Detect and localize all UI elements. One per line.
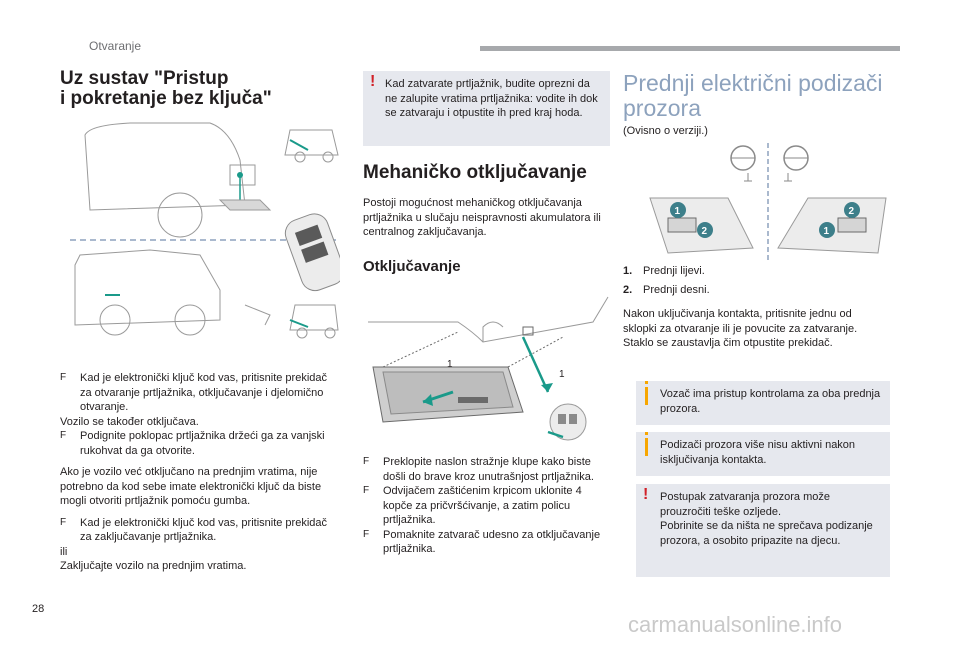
col3-item1-num: 1. [623, 265, 633, 277]
col2-warning-text: Kad zatvarate prtljažnik, budite oprezni… [385, 78, 598, 119]
col1-line2: Zaključajte vozilo na prednjim vratima. [60, 560, 247, 572]
fig-label-2: 1 [559, 369, 565, 380]
col3-item2-text: Prednji desni. [643, 283, 710, 296]
section-label: Otvaranje [89, 39, 142, 53]
bullet-mark: F [60, 430, 67, 441]
trunk-unlock-illustration: 1 1 [368, 296, 609, 441]
col1-title-line2: i pokretanje bez ključa" [60, 88, 272, 109]
col1-line1: Vozilo se također otključava. [60, 415, 199, 428]
col1-bullet3: F Kad je elektronički ključ kod vas, pri… [60, 516, 340, 545]
col3-info2-text: Podizači prozora više nisu aktivni nakon… [660, 439, 856, 466]
bullet-mark: F [363, 528, 370, 540]
col3-info-box2: Podizači prozora više nisu aktivni nakon… [636, 432, 890, 476]
col1-para1: Ako je vozilo već otključano na prednjim… [60, 466, 322, 507]
col3-title-line2: prozora [623, 95, 701, 121]
col3-item2-num: 2. [623, 283, 633, 296]
col1-bullet3-text: Kad je elektronički ključ kod vas, priti… [80, 516, 328, 544]
col3-warn-line1: Postupak zatvaranja prozora može prouzro… [660, 491, 830, 518]
col2-bullet2: F Odvijačem zaštićenim krpicom uklonite … [363, 484, 613, 528]
warning-icon: ! [643, 486, 649, 503]
window-switch-illustration: 1 2 2 1 [649, 143, 887, 263]
col2-subtitle: Otključavanje [363, 258, 461, 275]
col1-bullet2-text: Podignite poklopac prtljažnika držeći ga… [80, 430, 325, 457]
info-icon [645, 381, 648, 405]
col2-bullet1-text: Preklopite naslon stražnje klupe kako bi… [383, 456, 594, 483]
col1-bullet2: F Podignite poklopac prtljažnika držeći … [60, 429, 340, 458]
col3-item1-text: Prednji lijevi. [643, 265, 705, 277]
page-number: 28 [32, 603, 45, 615]
col1-bullet1-text: Kad je elektronički ključ kod vas, priti… [80, 372, 328, 413]
col3-info1-text: Vozač ima pristup kontrolama za oba pred… [660, 388, 881, 415]
info-icon [645, 432, 648, 456]
col1-title-line1: Uz sustav "Pristup [60, 68, 229, 89]
col1-bullet1: F Kad je elektronički ključ kod vas, pri… [60, 371, 340, 415]
col1-body: F Kad je elektronički ključ kod vas, pri… [60, 371, 340, 574]
badge-1-right: 1 [824, 226, 830, 237]
col3-warn-line2: Pobrinite se da ništa ne sprečava podiza… [660, 520, 873, 547]
watermark: carmanualsonline.info [628, 612, 843, 637]
col3-title-line1: Prednji električni podizači [623, 70, 883, 96]
col3-warning-box: ! Postupak zatvaranja prozora može prouz… [636, 484, 890, 577]
col3-list: 1. Prednji lijevi. 2. Prednji desni. [623, 264, 893, 297]
col3-item2: 2. Prednji desni. [623, 283, 893, 298]
warning-icon: ! [370, 73, 376, 90]
col1-title: Uz sustav "Pristup i pokretanje bez klju… [60, 69, 340, 109]
col2-bullet2-text: Odvijačem zaštićenim krpicom uklonite 4 … [383, 485, 582, 526]
col1-ili: ili [60, 545, 68, 558]
col2-bullet3-text: Pomaknite zatvarač udesno za otključavan… [383, 528, 601, 556]
col2-title: Mehaničko otključavanje [363, 162, 587, 183]
col3-info-box1: Vozač ima pristup kontrolama za oba pred… [636, 381, 890, 425]
bullet-mark: F [363, 456, 370, 467]
col2-body: F Preklopite naslon stražnje klupe kako … [363, 455, 613, 557]
col3-title: Prednji električni podizači prozora [623, 71, 903, 121]
col2-warning-box: ! Kad zatvarate prtljažnik, budite oprez… [363, 71, 610, 146]
bullet-mark: F [60, 372, 67, 383]
bullet-mark: F [60, 516, 67, 528]
col3-para: Nakon uključivanja kontakta, pritisnite … [623, 308, 858, 349]
bullet-mark: F [363, 485, 370, 496]
keyless-trunk-illustration [70, 122, 340, 339]
col2-bullet1: F Preklopite naslon stražnje klupe kako … [363, 455, 613, 484]
col2-para: Postoji mogućnost mehaničkog otključavan… [363, 197, 601, 238]
col2-bullet3: F Pomaknite zatvarač udesno za otključav… [363, 528, 613, 557]
col3-item1: 1. Prednji lijevi. [623, 264, 893, 279]
badge-1-left: 1 [675, 206, 681, 217]
badge-2-right: 2 [849, 206, 855, 217]
fig-label-1: 1 [447, 359, 453, 370]
col3-note: (Ovisno o verziji.) [623, 125, 708, 137]
header-rule [480, 46, 900, 51]
badge-2-left: 2 [702, 226, 708, 237]
